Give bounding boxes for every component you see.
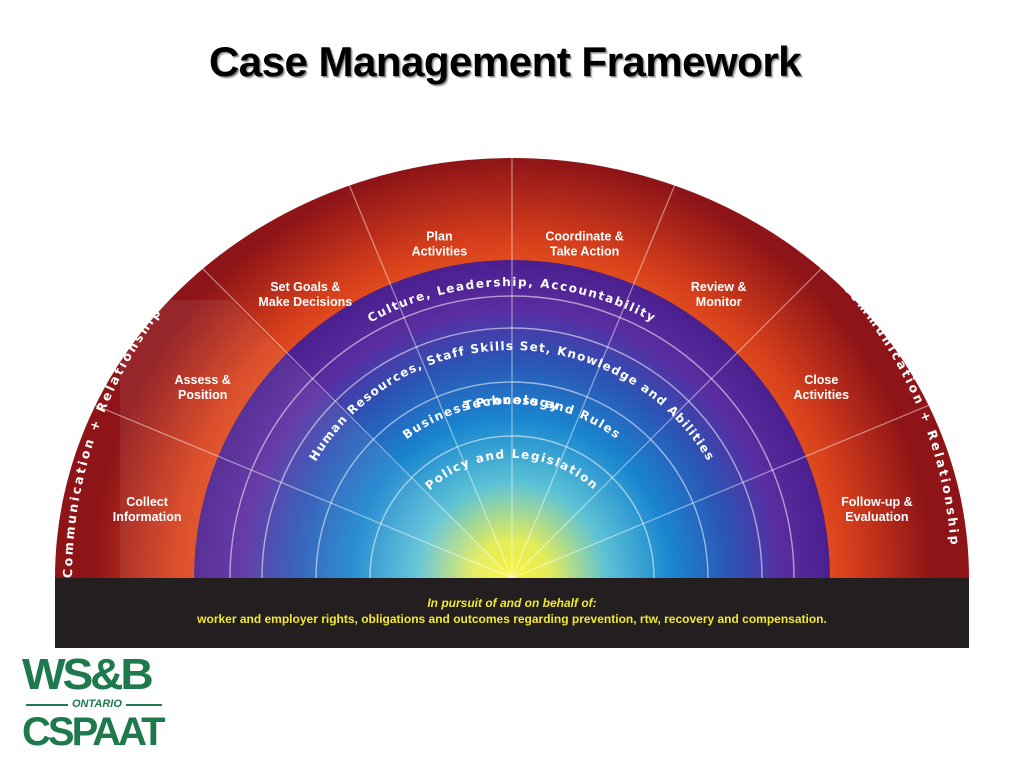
step-label-line: Coordinate &: [545, 230, 623, 244]
spoke: [511, 143, 693, 578]
step-label: Follow-up &Evaluation: [841, 495, 913, 524]
step-label-line: Take Action: [550, 245, 619, 259]
logo-rule-left: [26, 704, 68, 706]
logo-rule-right: [126, 704, 162, 706]
step-label-line: Activities: [794, 388, 850, 402]
step-label-line: Plan: [426, 230, 452, 244]
step-label-line: Follow-up &: [841, 495, 913, 509]
step-label-line: Information: [113, 510, 182, 524]
footer-line-1: In pursuit of and on behalf of:: [427, 596, 596, 610]
spoke: [511, 397, 947, 578]
step-label-line: Monitor: [696, 295, 742, 309]
step-label-line: Set Goals &: [270, 280, 340, 294]
ring-technology-label: Technology: [462, 392, 560, 413]
spokes: [77, 108, 947, 578]
footer-bar: [55, 578, 969, 648]
step-label-line: Collect: [126, 495, 169, 509]
spoke: [179, 245, 513, 578]
page-title: Case Management Framework: [208, 38, 802, 85]
step-label-line: Evaluation: [845, 510, 908, 524]
logo-bottom-text: CSPAAT: [22, 710, 166, 754]
footer-line-2: worker and employer rights, obligations …: [196, 612, 827, 626]
step-label: Coordinate &Take Action: [545, 230, 623, 259]
step-label-line: Review &: [691, 280, 747, 294]
step-label: Review &Monitor: [691, 280, 747, 309]
spoke: [77, 397, 513, 578]
svg-text:Technology: Technology: [462, 392, 562, 413]
ring-separators: [229, 295, 795, 578]
step-label-line: Assess &: [175, 373, 231, 387]
wsib-logo: WS&B ONTARIO CSPAAT: [22, 650, 166, 756]
spoke: [511, 245, 845, 578]
spoke: [331, 143, 513, 578]
step-label-line: Position: [178, 388, 227, 402]
step-label: Set Goals &Make Decisions: [258, 280, 352, 309]
step-label-line: Close: [804, 373, 838, 387]
logo-middle-text: ONTARIO: [72, 698, 122, 710]
step-label: Assess &Position: [175, 373, 231, 402]
inner-rings: [194, 260, 830, 578]
step-label-line: Make Decisions: [258, 295, 352, 309]
step-label-line: Activities: [412, 245, 468, 259]
logo-top-text: WS&B: [22, 650, 154, 699]
